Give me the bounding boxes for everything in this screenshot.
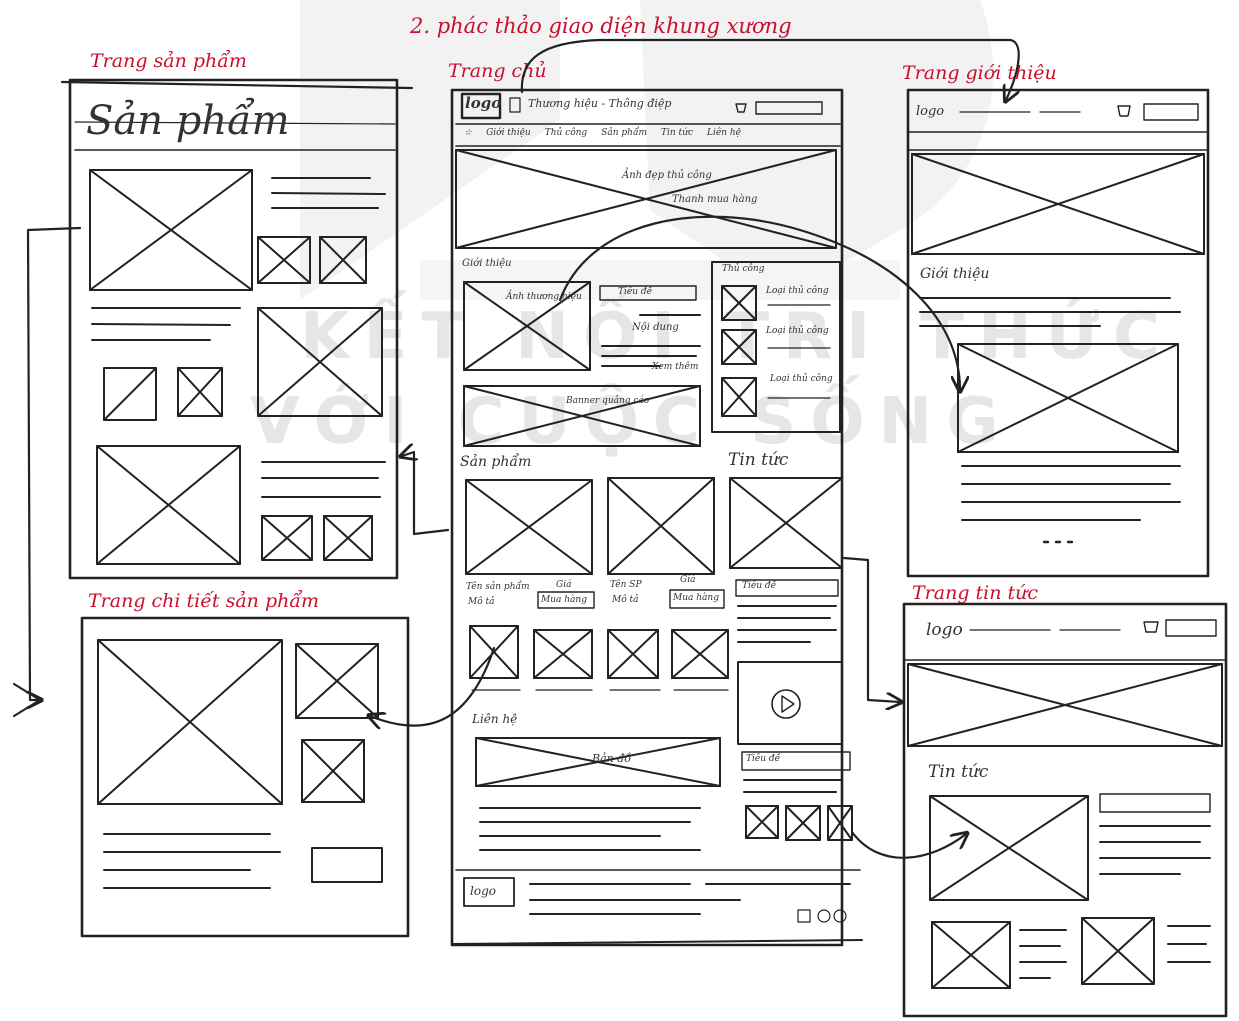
product-price-1: Giá: [556, 580, 572, 590]
intro-logo: logo: [916, 104, 945, 119]
label-home-page: Trang chủ: [448, 60, 547, 82]
wide-banner-label: Banner quảng cáo: [566, 396, 650, 406]
craft-item-2[interactable]: Loại thủ công: [766, 326, 829, 336]
nav-item-intro[interactable]: Giới thiệu: [486, 128, 531, 138]
about-content: Nội dung: [632, 322, 679, 333]
product-detail-page-frame: [80, 616, 410, 938]
about-title: Tiêu đề: [618, 287, 653, 297]
product-page-heading: Sản phẩm: [86, 98, 290, 144]
buy-button-1[interactable]: Mua hàng: [541, 595, 587, 605]
nav-item-craft[interactable]: Thủ công: [544, 128, 588, 138]
craft-item-3[interactable]: Loại thủ công: [770, 374, 833, 384]
product-price-2: Giá: [680, 575, 696, 585]
news-page-frame: [902, 602, 1228, 1018]
about-section-label: Giới thiệu: [462, 258, 512, 269]
product-desc-1: Mô tả: [468, 597, 495, 607]
craft-section-label: Thủ công: [722, 264, 765, 274]
craft-item-1[interactable]: Loại thủ công: [766, 286, 829, 296]
home-nav-bar: ☆ Giới thiệu Thủ công Sản phẩm Tin tức L…: [464, 128, 836, 142]
banner-label-1: Ảnh đẹp thủ công: [622, 170, 712, 181]
products-section-label: Sản phẩm: [460, 454, 532, 470]
buy-button-2[interactable]: Mua hàng: [673, 593, 719, 603]
intro-heading: Giới thiệu: [920, 266, 990, 282]
nav-home-icon[interactable]: ☆: [464, 128, 473, 138]
navigation-arrows: [12, 38, 1019, 859]
sheet-title: 2. phác thảo giao diện khung xương: [410, 14, 792, 38]
contact-section-label: Liên hệ: [472, 712, 518, 726]
news-heading: Tin tức: [928, 762, 989, 782]
label-product-page: Trang sản phẩm: [90, 50, 247, 72]
news-section-label: Tin tức: [728, 450, 789, 470]
product-name-2: Tên SP: [610, 580, 642, 590]
news-logo: logo: [926, 620, 963, 640]
product-page-frame: [60, 78, 414, 580]
intro-page-frame: [906, 88, 1210, 578]
home-slogan: Thương hiệu - Thông điệp: [528, 97, 672, 110]
footer-logo: logo: [470, 884, 496, 898]
nav-item-contact[interactable]: Liên hệ: [707, 128, 741, 138]
product-name-1: Tên sản phẩm: [466, 582, 530, 592]
about-more-link[interactable]: Xem thêm: [652, 362, 699, 372]
product-desc-2: Mô tả: [612, 595, 639, 605]
label-news-page: Trang tin tức: [912, 582, 1039, 604]
banner-label-2: Thanh mua hàng: [672, 194, 758, 205]
home-page-frame: [450, 88, 863, 947]
label-product-detail-page: Trang chi tiết sản phẩm: [88, 590, 320, 612]
home-logo: logo: [465, 94, 502, 112]
news-title-1: Tiêu đề: [742, 581, 777, 591]
about-image-label: Ảnh thương hiệu: [506, 292, 582, 302]
map-label[interactable]: Bản đồ: [592, 752, 631, 765]
nav-item-news[interactable]: Tin tức: [661, 128, 693, 138]
nav-item-products[interactable]: Sản phẩm: [601, 128, 647, 138]
news-title-2: Tiêu đề: [746, 754, 781, 764]
